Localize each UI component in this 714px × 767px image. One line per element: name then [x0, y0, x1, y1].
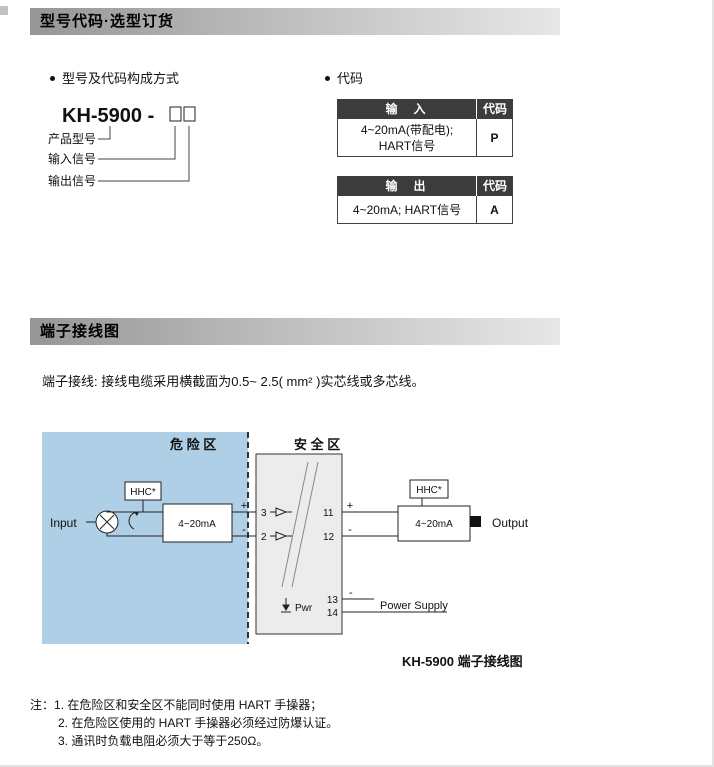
wiring-diagram: 危 险 区 安 全 区 Input HHC* 4~20mA	[42, 432, 529, 644]
signal-arrow-row2	[270, 531, 292, 541]
terminal-14: 14	[327, 608, 339, 619]
model-number-text: KH-5900 -	[62, 105, 154, 127]
polarity-plus-left: +	[241, 500, 247, 512]
terminal-3: 3	[261, 508, 267, 519]
input-code-table-header: 输 入 代码	[337, 99, 513, 119]
model-code-pointer-lines	[98, 126, 190, 182]
section-header-model-code: 型号代码·选型订货	[30, 8, 560, 35]
bullet-icon	[325, 76, 330, 82]
scan-corner-mark	[0, 6, 8, 15]
terminal-2: 2	[261, 532, 267, 543]
label-output-signal: 输出信号	[48, 173, 96, 188]
note-item-1: 1. 在危险区和安全区不能同时使用 HART 手操器；	[54, 698, 323, 712]
model-code-diagram: KH-5900 - 产品型号 输入信号 输出信号	[48, 105, 196, 188]
model-structure-heading-label: 型号及代码构成方式	[62, 71, 180, 86]
hhc-right-label: HHC*	[416, 485, 442, 496]
note-line-2: 2. 在危险区使用的 HART 手操器必须经过防爆认证。	[58, 716, 339, 730]
hhc-left-label: HHC*	[130, 487, 156, 498]
isolator-module	[255, 453, 343, 635]
code-header-cell: 代码	[477, 176, 513, 196]
pwr-label: Pwr	[295, 603, 313, 614]
output-code-table-row: 4~20mA; HART信号 A	[337, 196, 513, 224]
terminal-12: 12	[323, 532, 335, 543]
note-line-1: 注：1. 在危险区和安全区不能同时使用 HART 手操器；	[30, 696, 322, 713]
terminal-11: 11	[323, 508, 334, 519]
model-structure-heading: 型号及代码构成方式	[50, 68, 179, 87]
output-code-cell: A	[490, 202, 499, 217]
wiring-diagram-caption: KH-5900 端子接线图	[402, 654, 523, 669]
signal-arrow-row1	[270, 507, 292, 517]
isolation-barrier-slashes	[281, 461, 319, 588]
left-terminal-wires	[232, 511, 256, 537]
signal-box-left	[162, 503, 233, 543]
label-input-signal: 输入信号	[48, 151, 96, 166]
code-heading: 代码	[325, 68, 363, 87]
power-input-icon	[281, 598, 291, 613]
power-supply-wires	[342, 598, 447, 613]
bullet-icon	[50, 76, 55, 82]
input-value-line2: HART信号	[378, 138, 436, 153]
input-code-table: 输 入 代码 4~20mA(带配电); HART信号 P	[337, 99, 513, 157]
note-line-3: 3. 通讯时负载电阻必须大于等于250Ω。	[58, 734, 269, 748]
hhc-box-right	[409, 479, 449, 499]
input-code-cell: P	[490, 130, 499, 145]
output-label: Output	[492, 516, 529, 530]
polarity-minus-power: -	[349, 587, 353, 599]
output-header-cell: 输 出	[337, 176, 476, 196]
wiring-description: 端子接线: 接线电缆采用横截面为0.5~ 2.5( mm² )实芯线或多芯线。	[42, 374, 425, 389]
polarity-minus-left: -	[242, 524, 246, 536]
label-product-model: 产品型号	[48, 132, 96, 146]
right-terminal-wires	[342, 511, 398, 537]
input-code-table-row: 4~20mA(带配电); HART信号 P	[337, 119, 513, 157]
terminal-13: 13	[327, 595, 339, 606]
polarity-plus-right: +	[347, 500, 353, 512]
output-value-cell: 4~20mA; HART信号	[338, 196, 477, 223]
polarity-minus-right: -	[348, 524, 352, 536]
code-heading-label: 代码	[337, 71, 364, 86]
output-code-table: 输 出 代码 4~20mA; HART信号 A	[337, 176, 513, 224]
signal-right-label: 4~20mA	[415, 519, 453, 530]
output-code-table-header: 输 出 代码	[337, 176, 513, 196]
output-connector-square	[470, 516, 481, 527]
signal-left-label: 4~20mA	[178, 519, 216, 530]
section-header-wiring: 端子接线图	[30, 318, 560, 345]
note-prefix: 注：	[30, 698, 55, 712]
input-value-line1: 4~20mA(带配电);	[360, 122, 454, 137]
input-loop-wires	[106, 511, 163, 537]
input-label: Input	[50, 516, 77, 530]
input-value-cell: 4~20mA(带配电); HART信号	[338, 119, 477, 156]
safe-zone-label: 安 全 区	[294, 437, 340, 452]
input-header-cell: 输 入	[337, 99, 476, 119]
power-supply-label: Power Supply	[380, 600, 448, 612]
model-code-boxes	[169, 106, 196, 122]
hazard-zone-label: 危 险 区	[170, 437, 216, 452]
output-value-line1: 4~20mA; HART信号	[352, 202, 462, 217]
code-header-cell: 代码	[477, 99, 513, 119]
